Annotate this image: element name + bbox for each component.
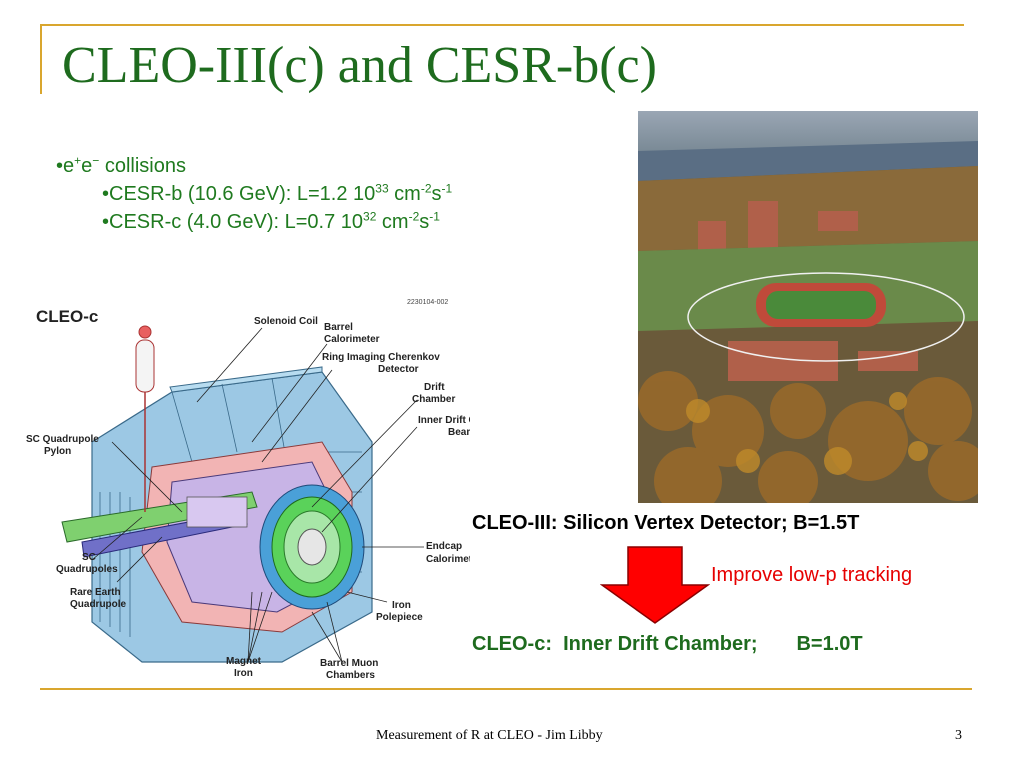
label-rich-2: Detector: [378, 364, 419, 375]
label-solenoid-coil: Solenoid Coil: [254, 316, 318, 327]
cleo-iii-statement: CLEO-III: Silicon Vertex Detector; B=1.5…: [472, 512, 860, 534]
bullet-text: s: [431, 183, 442, 205]
frame-bottom-rule: [40, 688, 972, 690]
superscript: -2: [420, 181, 432, 196]
pylon-cap: [138, 325, 152, 339]
label-drift-chamber-2: Chamber: [412, 394, 455, 405]
label-sc-pylon-1: SC Quadrupole: [26, 434, 99, 445]
bullet-text: s: [419, 211, 430, 233]
leader-lines: [91, 327, 424, 663]
arrow-shape: [600, 546, 710, 624]
cleo-c-detector-diagram: CLEO-c 2230104-002: [26, 299, 470, 681]
cleo-c-statement: CLEO-c: Inner Drift Chamber; B=1.0T: [472, 633, 863, 655]
bullet-collisions: •e+e− collisions: [56, 152, 452, 180]
inner-drift-chamber: [297, 528, 327, 566]
cesr-ring-outline: [687, 272, 965, 362]
detector-title: CLEO-c: [36, 307, 98, 326]
label-drift-chamber-1: Drift: [424, 382, 445, 393]
superscript: -1: [429, 209, 440, 224]
photo-hillside: [638, 166, 978, 251]
bullet-cesr-b: •CESR-b (10.6 GeV): L=1.2 1033 cm-2s-1: [56, 180, 452, 208]
bullet-text: cm: [376, 211, 409, 233]
slide-title: CLEO-III(c) and CESR-b(c): [62, 37, 657, 94]
page-number: 3: [955, 728, 962, 743]
label-rare-earth-2: Quadrupole: [70, 599, 127, 610]
slide-footer: Measurement of R at CLEO - Jim Libby: [376, 728, 603, 743]
bullet-text: •CESR-b (10.6 GeV): L=1.2 10: [102, 183, 376, 205]
superscript: -2: [408, 209, 420, 224]
superscript: −: [92, 153, 100, 168]
bullet-text: cm: [388, 183, 421, 205]
frame-top-rule: [40, 24, 964, 26]
label-barrel-calorimeter-1: Barrel: [324, 322, 353, 333]
label-endcap-1: Endcap: [426, 541, 462, 552]
sc-quadrupole-pylon: [135, 339, 155, 393]
superscript: 33: [375, 181, 389, 196]
label-sc-pylon-2: Pylon: [44, 446, 71, 457]
label-sc-quadrupoles-1: SC: [82, 552, 96, 563]
improve-tracking-note: Improve low-p tracking: [711, 564, 913, 586]
down-arrow-icon: [600, 546, 710, 624]
photo-autumn-highlights: [686, 392, 928, 475]
label-barrel-calorimeter-2: Calorimeter: [324, 334, 380, 345]
cesr-aerial-photo: [638, 111, 978, 503]
label-inner-drift-1: Inner Drift Chamber /: [418, 415, 470, 426]
superscript: +: [74, 153, 82, 168]
label-magnet-2: Iron: [234, 668, 253, 679]
superscript: -1: [441, 181, 453, 196]
photo-sports-field: [766, 291, 876, 319]
label-rare-earth-1: Rare Earth: [70, 587, 121, 598]
label-muon-1: Barrel Muon: [320, 658, 378, 669]
bullet-text: collisions: [99, 155, 186, 177]
label-iron-2: Polepiece: [376, 612, 423, 623]
label-sc-quadrupoles-2: Quadrupoles: [56, 564, 118, 575]
superscript: 32: [363, 209, 377, 224]
label-rich-1: Ring Imaging Cherenkov: [322, 352, 440, 363]
label-endcap-2: Calorimete: [426, 554, 470, 565]
bullet-cesr-c: •CESR-c (4.0 GeV): L=0.7 1032 cm-2s-1: [56, 208, 452, 236]
bullet-list: •e+e− collisions •CESR-b (10.6 GeV): L=1…: [56, 152, 452, 236]
bullet-text: •CESR-c (4.0 GeV): L=0.7 10: [102, 211, 364, 233]
beampipe: [186, 496, 248, 528]
figure-id: 2230104-002: [407, 299, 448, 306]
frame-left-rule: [40, 24, 42, 94]
label-inner-drift-2: Beampipe: [448, 427, 470, 438]
photo-buildings: [658, 201, 918, 381]
label-iron-1: Iron: [392, 600, 411, 611]
bullet-text: e: [81, 155, 93, 177]
label-magnet-1: Magnet: [226, 656, 262, 667]
label-muon-2: Chambers: [326, 670, 375, 681]
bullet-text: •e: [56, 155, 75, 177]
photo-lake: [638, 141, 978, 181]
